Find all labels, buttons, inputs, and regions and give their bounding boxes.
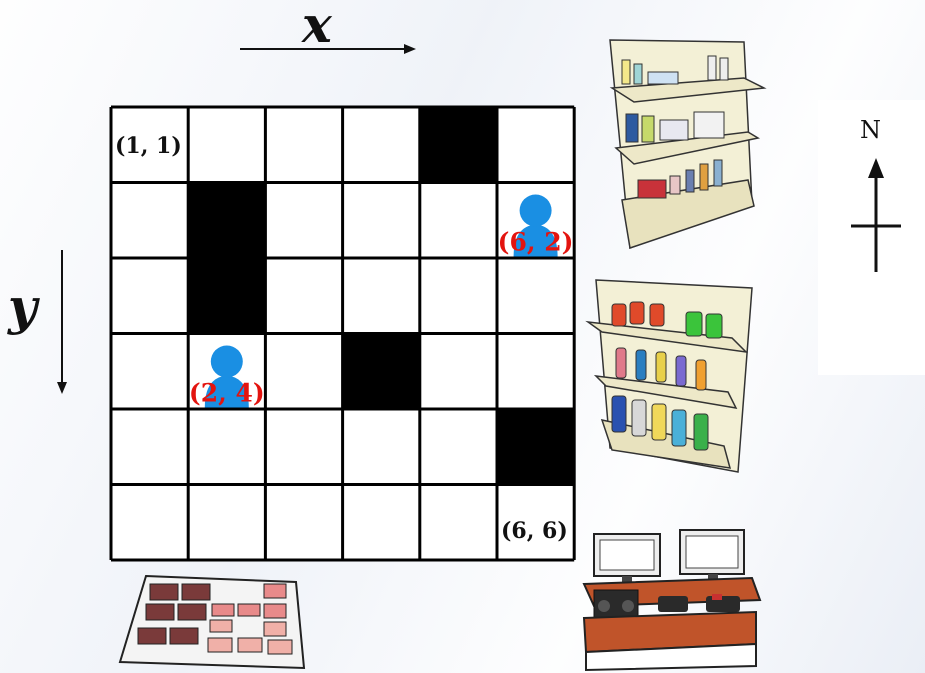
person-head <box>211 346 243 378</box>
grid: (1, 1) (6, 6) <box>111 107 574 560</box>
person-head <box>520 195 552 227</box>
blocked-cell <box>188 258 265 334</box>
blocked-cell <box>343 334 420 410</box>
agent-coordinate-label: (6, 2) <box>498 228 574 257</box>
coordinate-label: (1, 1) <box>115 133 182 159</box>
coordinate-label: (6, 6) <box>501 518 568 544</box>
x-axis-arrow <box>240 44 416 54</box>
electronics-counter-icon <box>584 530 760 670</box>
agent-coordinate-label: (2, 4) <box>189 379 265 408</box>
drinks-shelf-icon <box>588 280 752 472</box>
blocked-cell <box>420 107 497 183</box>
y-axis-arrow <box>57 250 67 394</box>
blocked-cell <box>188 183 265 259</box>
toiletries-shelf-icon <box>610 40 764 248</box>
meat-tray-icon <box>120 576 304 668</box>
blocked-cell <box>497 409 574 485</box>
compass-icon <box>851 158 901 272</box>
